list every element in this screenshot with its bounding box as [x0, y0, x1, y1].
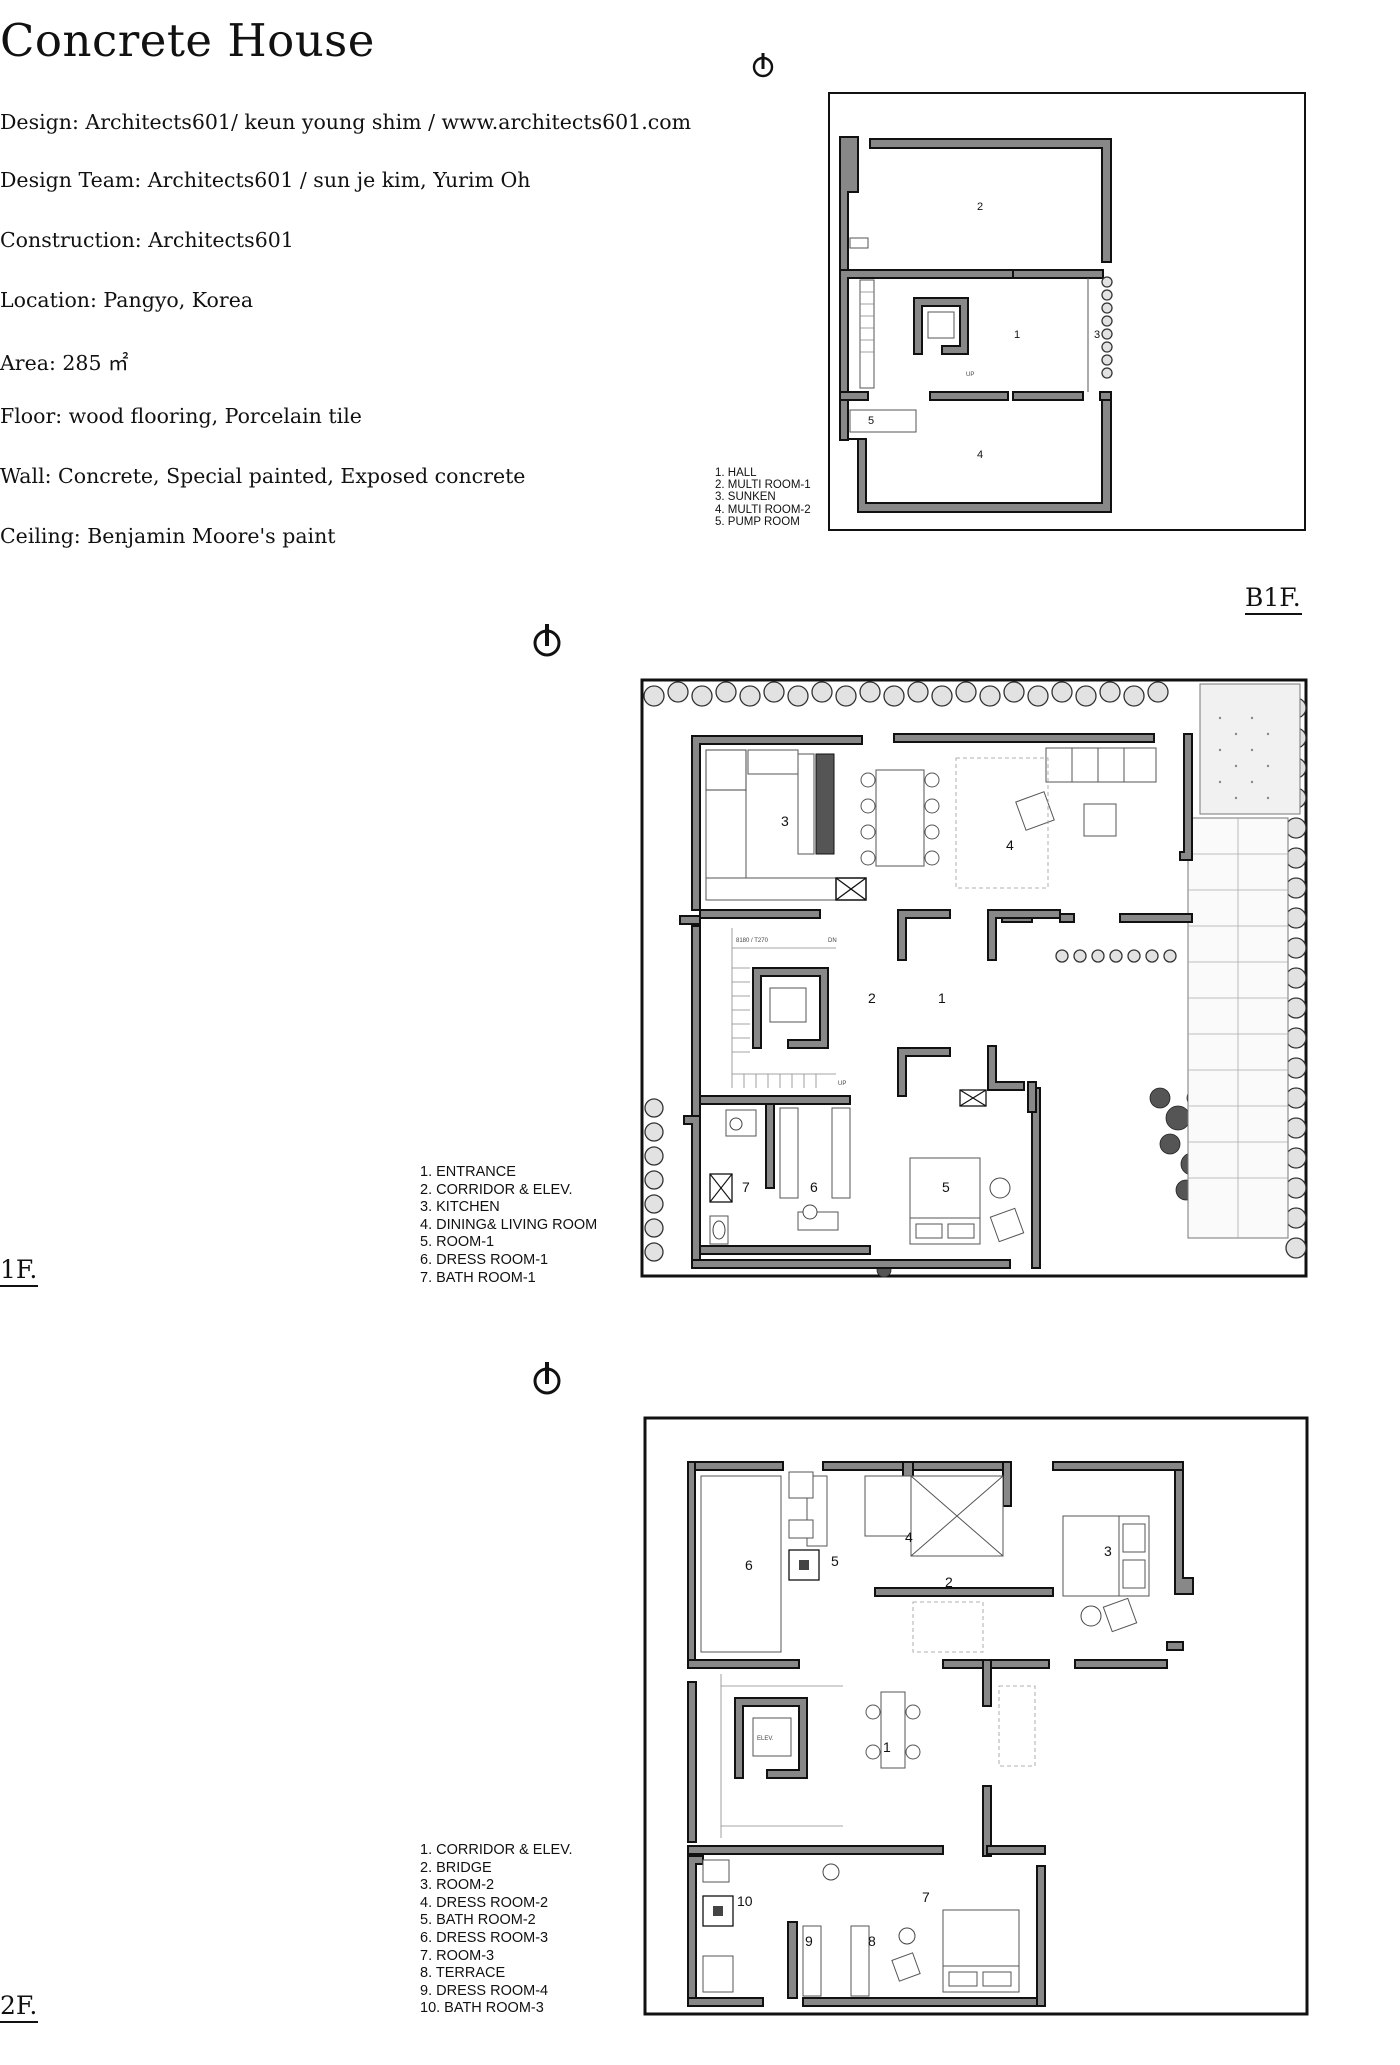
spec-area: Area: 285 ㎡ — [0, 351, 129, 375]
room-number: 2 — [868, 990, 876, 1006]
room-number: 2 — [945, 1574, 953, 1590]
room-number: 4 — [977, 449, 983, 461]
room-number: 9 — [805, 1933, 813, 1949]
legend-item: 8. TERRACE — [420, 1965, 506, 1982]
legend-item: 1. ENTRANCE — [420, 1164, 516, 1180]
stair-dn-label: DN — [828, 938, 837, 944]
room-number: 5 — [868, 415, 874, 427]
floor-label-b1f: B1F. — [1245, 584, 1302, 615]
legend-item: 3. SUNKEN — [715, 491, 776, 504]
floor-label-1f: 1F. — [0, 1256, 39, 1287]
room-number: 7 — [742, 1179, 750, 1195]
svg-text:UP: UP — [966, 372, 974, 378]
f1-floor-plan: 8180 / T270 UP DN — [640, 678, 1308, 1278]
legend-item: 5. BATH ROOM-2 — [420, 1912, 536, 1929]
legend-item: 6. DRESS ROOM-1 — [420, 1251, 549, 1268]
spec-design: Design: Architects601/ keun young shim /… — [0, 110, 692, 134]
legend-item: 5. PUMP ROOM — [715, 515, 800, 528]
room-number: 4 — [1006, 837, 1014, 853]
legend-item: 4. DINING& LIVING ROOM — [420, 1216, 598, 1233]
room-number: 3 — [1104, 1543, 1112, 1559]
room-number: 8 — [868, 1933, 876, 1949]
north-arrow-icon — [752, 53, 774, 78]
room-number: 4 — [905, 1529, 913, 1545]
legend-item: 3. ROOM-2 — [420, 1877, 495, 1894]
legend-item: 5. ROOM-1 — [420, 1234, 495, 1251]
stair-note: 8180 / T270 — [736, 938, 769, 944]
north-arrow-icon — [533, 1362, 561, 1395]
legend-item: 3. KITCHEN — [420, 1199, 500, 1216]
spec-location: Location: Pangyo, Korea — [0, 288, 254, 312]
spec-ceiling: Ceiling: Benjamin Moore's paint — [0, 524, 336, 548]
legend-item: 4. MULTI ROOM-2 — [715, 503, 811, 516]
room-number: 6 — [810, 1179, 818, 1195]
legend-item: 2. BRIDGE — [420, 1859, 492, 1876]
legend-item: 7. BATH ROOM-1 — [420, 1269, 536, 1286]
legend-item: 10. BATH ROOM-3 — [420, 2000, 544, 2017]
elevator-label: ELEV. — [757, 1736, 774, 1742]
room-number: 6 — [745, 1557, 753, 1573]
legend-item: 6. DRESS ROOM-3 — [420, 1929, 549, 1946]
b1f-floor-plan: UP 2 1 3 4 5 — [828, 92, 1306, 531]
spec-design-team: Design Team: Architects601 / sun je kim,… — [0, 168, 531, 192]
legend-item: 2. CORRIDOR & ELEV. — [420, 1181, 573, 1198]
page-title: Concrete House — [0, 14, 375, 67]
room-number: 7 — [922, 1889, 930, 1905]
legend-item: 4. DRESS ROOM-2 — [420, 1894, 549, 1911]
legend-item: 2. MULTI ROOM-1 — [715, 479, 811, 492]
f2-legend: 1. CORRIDOR & ELEV. 2. BRIDGE 3. ROOM-2 … — [420, 1842, 573, 2018]
room-number: 5 — [942, 1179, 950, 1195]
f1-legend: 1. ENTRANCE 2. CORRIDOR & ELEV. 3. KITCH… — [420, 1164, 597, 1287]
legend-item: 1. CORRIDOR & ELEV. — [420, 1842, 573, 1858]
room-number: 1 — [883, 1739, 891, 1755]
stair-up-label: UP — [838, 1081, 846, 1087]
b1f-legend: 1. HALL 2. MULTI ROOM-1 3. SUNKEN 4. MUL… — [715, 467, 811, 528]
spec-construction: Construction: Architects601 — [0, 228, 294, 252]
room-number: 2 — [977, 201, 983, 213]
room-number: 1 — [938, 990, 946, 1006]
legend-item: 1. HALL — [715, 467, 757, 479]
room-number: 3 — [781, 813, 789, 829]
legend-item: 7. ROOM-3 — [420, 1947, 495, 1964]
legend-item: 9. DRESS ROOM-4 — [420, 1982, 549, 1999]
spec-wall: Wall: Concrete, Special painted, Exposed… — [0, 464, 526, 488]
spec-floor: Floor: wood flooring, Porcelain tile — [0, 404, 362, 428]
f2-floor-plan: ELEV. 1 2 3 4 5 — [643, 1416, 1309, 2016]
floor-label-2f: 2F. — [0, 1992, 39, 2023]
room-number: 5 — [831, 1553, 839, 1569]
room-number: 1 — [1014, 329, 1020, 341]
room-number: 10 — [737, 1893, 753, 1909]
north-arrow-icon — [533, 624, 561, 657]
room-number: 3 — [1094, 329, 1100, 341]
